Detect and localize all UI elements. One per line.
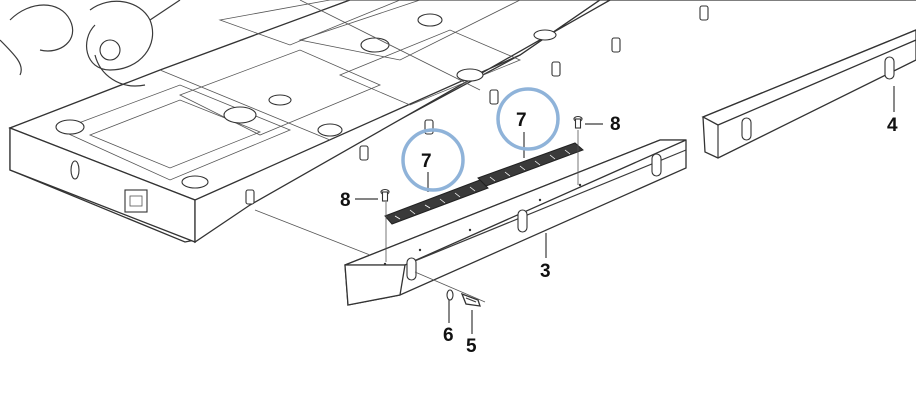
- part-7-tread-plate-left: [384, 179, 489, 225]
- machine-frame: [0, 0, 916, 244]
- part-5-bolt: [460, 292, 481, 307]
- callout-6: 6: [443, 325, 454, 346]
- part-8-bolt-left: [380, 188, 390, 202]
- callout-5: 5: [466, 336, 477, 357]
- part-3-side-rail: [344, 139, 687, 306]
- rail-slot: [741, 117, 752, 141]
- callout-8-left: 8: [340, 190, 351, 211]
- rail-slot: [406, 257, 417, 281]
- callout-8-right: 8: [610, 114, 621, 135]
- rail-slot: [651, 153, 662, 177]
- callout-4: 4: [887, 115, 898, 136]
- leader-lines: [254, 86, 895, 334]
- callout-7-left: 7: [421, 151, 432, 172]
- rail-slot: [517, 209, 528, 233]
- part-8-bolt-right: [573, 115, 583, 129]
- part-7-tread-plate-right: [477, 142, 584, 187]
- highlight-circle-7-left: [401, 128, 465, 192]
- part-4-rail: [701, 29, 916, 159]
- part-6-washer: [446, 289, 454, 301]
- callout-3: 3: [540, 261, 551, 282]
- callout-7-right: 7: [516, 110, 527, 131]
- rail-slot: [884, 56, 895, 80]
- highlight-circle-7-right: [496, 87, 560, 151]
